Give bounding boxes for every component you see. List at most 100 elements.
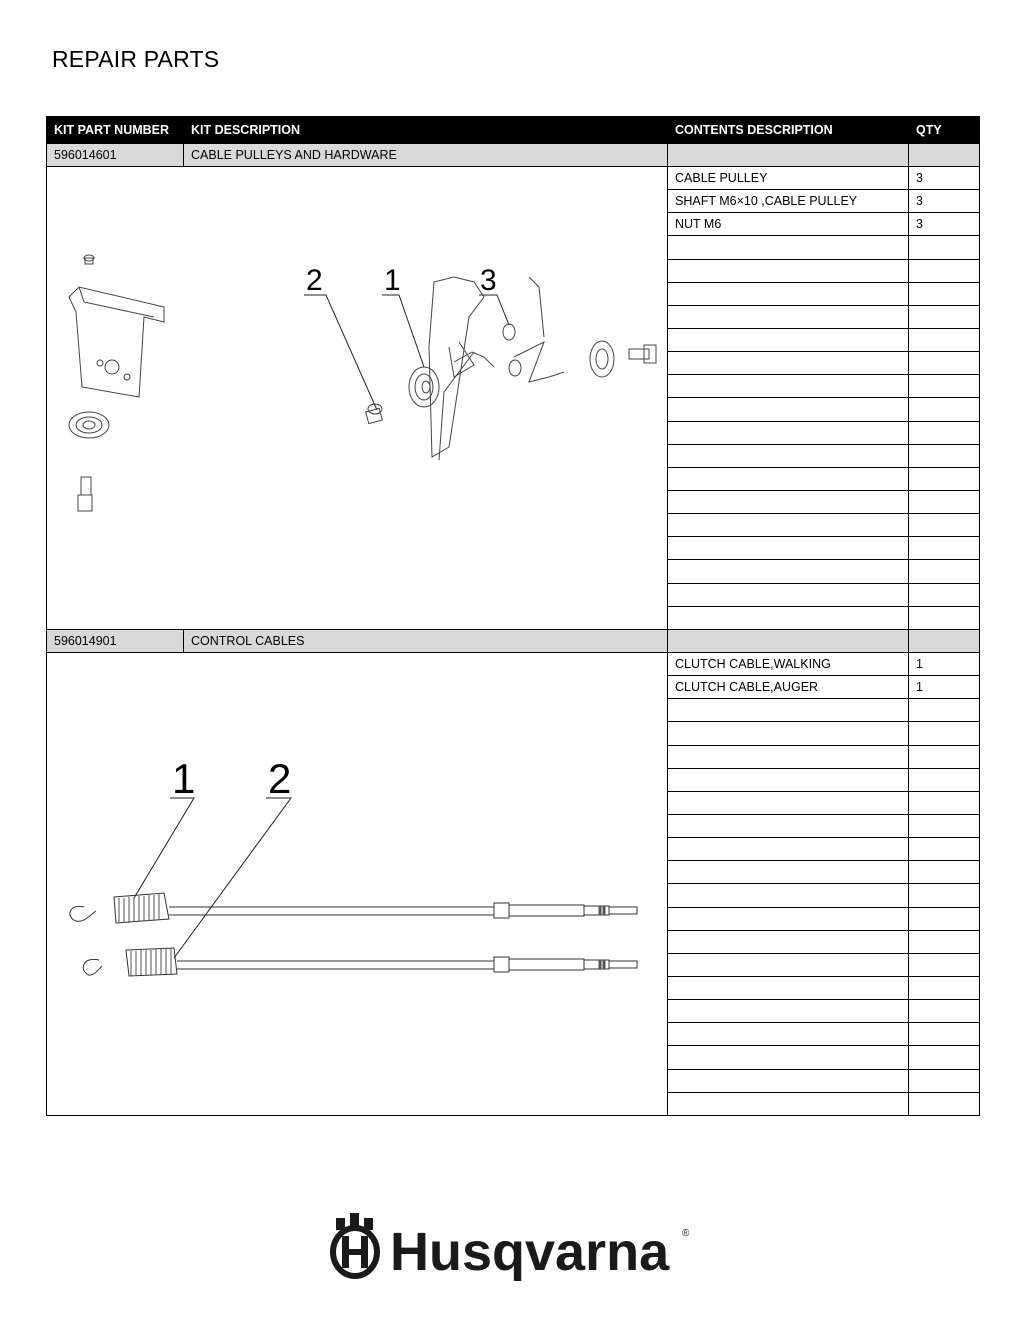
contents-qty: [908, 721, 980, 746]
kit-part-number: 596014601: [46, 143, 184, 167]
contents-description: CLUTCH CABLE,AUGER: [667, 675, 909, 700]
contents-description: [667, 721, 909, 746]
table-row: [47, 952, 980, 977]
contents-qty: [908, 420, 980, 445]
contents-description: [667, 1022, 909, 1047]
contents-qty: [908, 952, 980, 977]
contents-description: [667, 952, 909, 977]
kit-contents-blank: [667, 629, 909, 653]
contents-description: [667, 1068, 909, 1093]
husqvarna-logo: Husqvarna ®: [330, 1210, 700, 1290]
contents-description: [667, 813, 909, 839]
contents-qty: [908, 883, 980, 908]
callout-2-label: 2: [306, 264, 323, 297]
table-row: [47, 605, 980, 631]
header-contents-description: CONTENTS DESCRIPTION: [667, 116, 909, 144]
contents-qty: [908, 999, 980, 1024]
contents-qty: [908, 513, 980, 538]
header-kit-part-number: KIT PART NUMBER: [46, 116, 184, 144]
contents-description: [667, 698, 909, 723]
header-kit-description: KIT DESCRIPTION: [183, 116, 668, 144]
contents-description: [667, 466, 909, 491]
table-row: [47, 397, 980, 422]
kit-description: CABLE PULLEYS AND HARDWARE: [183, 143, 668, 167]
kit-illustration: 2 1 3: [46, 166, 668, 630]
table-row: [47, 883, 980, 908]
contents-qty: [908, 837, 980, 862]
contents-description: CABLE PULLEY: [667, 165, 909, 191]
table-row: [47, 813, 980, 839]
contents-qty: [908, 304, 980, 329]
table-row: [47, 906, 980, 931]
contents-description: [667, 999, 909, 1024]
table-row: [47, 258, 980, 283]
contents-description: [667, 327, 909, 353]
contents-description: [667, 443, 909, 468]
contents-description: CLUTCH CABLE,WALKING: [667, 651, 909, 677]
contents-qty: [908, 466, 980, 491]
table-row: [47, 999, 980, 1024]
contents-qty: [908, 767, 980, 792]
contents-description: [667, 1045, 909, 1070]
table-row: [47, 975, 980, 1001]
table-row: [47, 536, 980, 561]
table-row: [47, 929, 980, 954]
contents-description: [667, 536, 909, 561]
contents-qty: [908, 374, 980, 399]
contents-description: [667, 304, 909, 329]
contents-description: [667, 1091, 909, 1117]
contents-qty: 3: [908, 189, 980, 214]
contents-description: [667, 906, 909, 931]
contents-description: [667, 513, 909, 538]
contents-qty: [908, 397, 980, 422]
pulley-hardware-diagram: 2 1 3: [68, 254, 657, 512]
contents-qty: [908, 536, 980, 561]
contents-description: [667, 744, 909, 769]
contents-description: SHAFT M6×10 ,CABLE PULLEY: [667, 189, 909, 214]
contents-qty: [908, 235, 980, 260]
contents-description: NUT M6: [667, 212, 909, 237]
contents-qty: [908, 489, 980, 515]
contents-description: [667, 767, 909, 792]
callout-1-label: 1: [384, 264, 401, 297]
table-row: [47, 790, 980, 815]
contents-qty: 1: [908, 675, 980, 700]
header-qty: QTY: [908, 116, 980, 144]
contents-qty: [908, 790, 980, 815]
contents-qty: [908, 1022, 980, 1047]
kit-description: CONTROL CABLES: [183, 629, 668, 653]
table-row: [47, 860, 980, 885]
contents-description: [667, 559, 909, 584]
contents-qty: 3: [908, 212, 980, 237]
contents-description: [667, 235, 909, 260]
contents-qty: [908, 1068, 980, 1093]
contents-qty: [908, 744, 980, 769]
table-row: [47, 698, 980, 723]
contents-qty: [908, 698, 980, 723]
kit-contents-blank: [667, 143, 909, 167]
contents-description: [667, 837, 909, 862]
contents-description: [667, 374, 909, 399]
table-row: [47, 374, 980, 399]
contents-description: [667, 860, 909, 885]
callout-3-label: 3: [480, 264, 497, 297]
table-row: [47, 327, 980, 353]
callout-2-label: 2: [268, 755, 291, 802]
kit-qty-blank: [908, 629, 980, 653]
contents-qty: [908, 281, 980, 306]
contents-qty: [908, 559, 980, 584]
contents-description: [667, 258, 909, 283]
table-row: [47, 443, 980, 468]
table-row: [47, 1022, 980, 1047]
contents-qty: [908, 860, 980, 885]
table-row: [47, 489, 980, 515]
kit-qty-blank: [908, 143, 980, 167]
kit-illustration: 1 2: [46, 652, 668, 1116]
table-row: [47, 1091, 980, 1117]
contents-description: [667, 883, 909, 908]
table-row: [47, 559, 980, 584]
contents-description: [667, 281, 909, 306]
